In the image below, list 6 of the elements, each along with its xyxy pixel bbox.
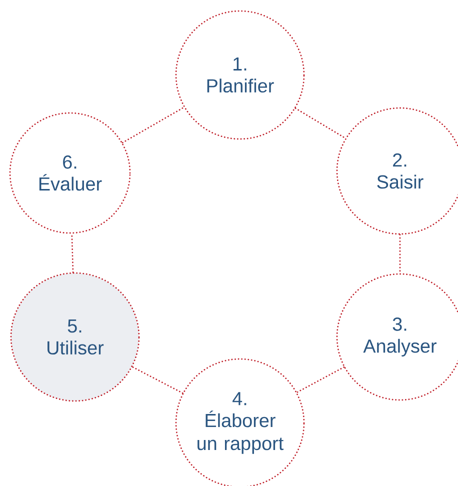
connector	[71, 232, 74, 274]
connector	[132, 366, 184, 394]
connector	[296, 366, 345, 394]
connector	[122, 106, 185, 144]
connector	[294, 108, 346, 139]
connector	[399, 234, 401, 274]
